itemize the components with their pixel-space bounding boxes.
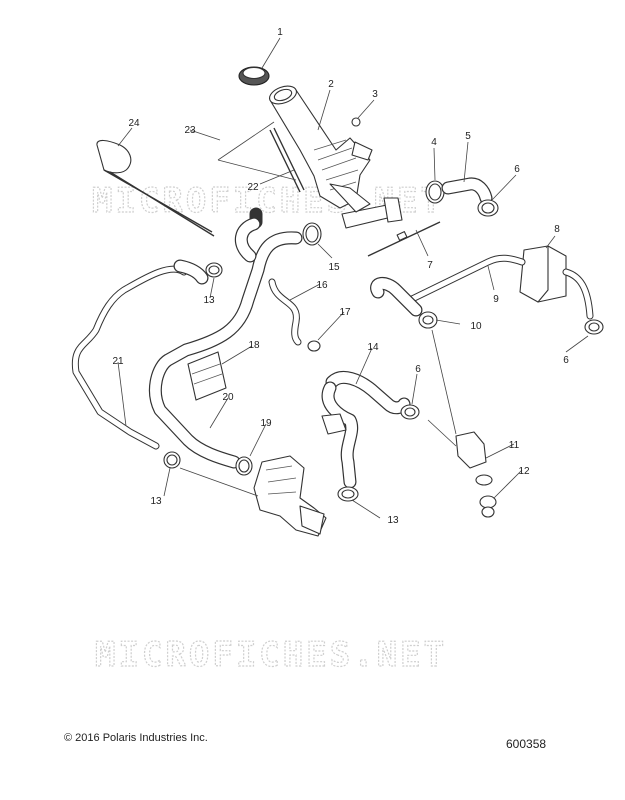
callout-3: 3 [372,89,378,100]
part-13-clamp-a [205,262,223,278]
callout-13: 13 [203,295,215,306]
callout-7: 7 [427,260,433,271]
part-6-clamp-mid [400,404,420,420]
part-5-hose [441,177,493,205]
part-13-clamp-b [163,451,181,469]
callout-17: 17 [339,307,351,318]
callout-12: 12 [518,466,530,477]
callout-15: 15 [328,262,340,273]
part-6-clamp-top [477,199,499,217]
part-17-cap [307,340,321,352]
part-10-elbow [370,277,438,329]
callout-5: 5 [465,131,471,142]
callout-24: 24 [128,118,140,129]
callout-14: 14 [367,342,379,353]
thermostat-housing [253,455,327,537]
part-6-clamp-right [584,319,604,335]
callout-13-bottom: 13 [387,515,399,526]
part-11-housing [455,431,493,486]
part-21-hose [71,259,209,450]
part-22-rod [269,127,305,193]
callout-2: 2 [328,79,334,90]
callout-6-mid: 6 [415,364,421,375]
callout-1: 1 [277,27,283,38]
callout-9: 9 [493,294,499,305]
callout-13-left: 13 [150,496,162,507]
main-hose-upper [149,207,303,469]
callout-22: 22 [247,182,259,193]
callout-19: 19 [260,418,272,429]
callout-4: 4 [431,137,437,148]
callout-18: 18 [248,340,260,351]
part-14-hose [321,371,411,489]
callout-6: 6 [514,164,520,175]
callout-8: 8 [554,224,560,235]
part-16-hose [268,278,302,346]
part-8-reservoir [519,245,567,303]
part-24-strap [96,139,215,237]
part-12-plug [479,495,497,518]
part-13-clamp-c [337,486,359,502]
part-9-hose [406,254,594,320]
callout-10: 10 [470,321,482,332]
callout-labels: 1 2 3 4 5 6 7 8 9 10 11 12 13 14 15 16 1… [112,27,569,526]
part-19-clamp [235,456,253,476]
copyright-text: © 2016 Polaris Industries Inc. [64,732,208,744]
diagram-number: 600358 [506,737,547,751]
leader-lines [117,37,589,519]
part-1-cap [238,66,270,86]
part-18-sleeve [187,351,227,401]
callout-20: 20 [222,392,234,403]
callout-16: 16 [316,280,328,291]
part-4-clamp [425,180,445,204]
part-7-rod [367,221,441,257]
callout-6-right: 6 [563,355,569,366]
tee-pipe [329,183,403,229]
part-3-nut [351,117,361,127]
callout-11: 11 [509,440,520,451]
watermark-bottom: MICROFICHES.NET [95,635,447,675]
callout-21: 21 [112,356,124,367]
part-15-clamp [302,222,322,246]
callout-23: 23 [184,125,196,136]
